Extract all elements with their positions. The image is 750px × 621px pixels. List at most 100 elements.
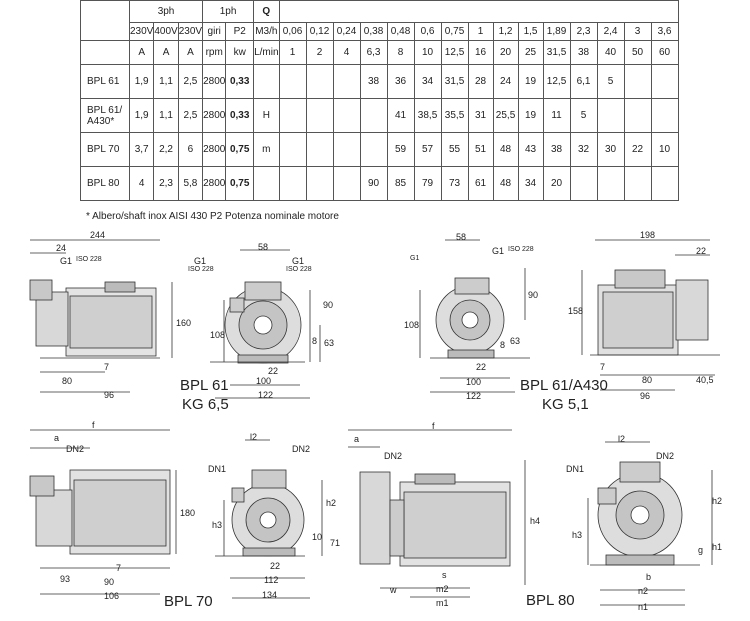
- lmin-value: 20: [492, 40, 519, 65]
- dim-160: 160: [176, 318, 192, 328]
- dim-f: f: [92, 420, 95, 430]
- dim-22: 22: [476, 362, 487, 372]
- head-value: [623, 98, 652, 133]
- dim-m1: m1: [436, 598, 449, 608]
- h-column: m: [253, 132, 280, 167]
- dim-7: 7: [104, 362, 110, 372]
- dim-h3: h3: [572, 530, 583, 540]
- bpl80-title: BPL 80: [526, 592, 575, 609]
- dim-108: 108: [404, 320, 420, 330]
- dim-h1: h1: [712, 542, 723, 552]
- cell-a2: 2,2: [153, 132, 179, 167]
- cell-rpm: 2800: [202, 64, 227, 99]
- cell-rpm: 2800: [202, 166, 227, 201]
- head-value: [650, 64, 679, 99]
- g1-label: G1: [194, 256, 207, 266]
- dim-a: a: [354, 434, 360, 444]
- dim-h4: h4: [530, 516, 541, 526]
- dim-198: 198: [640, 230, 656, 240]
- head-value: [623, 64, 652, 99]
- dim-112: 112: [264, 575, 279, 585]
- dim-h2: h2: [712, 496, 723, 506]
- dim-58: 58: [258, 242, 269, 252]
- cell-a3: 6: [177, 132, 204, 167]
- dim-m2: m2: [436, 584, 449, 594]
- iso-label: ISO 228: [286, 266, 312, 273]
- head-value: [623, 166, 652, 201]
- dn2-label: DN2: [66, 444, 85, 454]
- bpl70-front-view: [215, 439, 323, 599]
- dn2-label: DN2: [292, 444, 311, 454]
- dim-a: a: [54, 433, 60, 443]
- head-value: 73: [440, 166, 469, 201]
- dim-h3: h3: [212, 520, 223, 530]
- iso-label: ISO 228: [76, 256, 102, 263]
- dim-10: 10: [312, 532, 323, 542]
- table-corner: [80, 0, 130, 41]
- head-value: 12,5: [542, 64, 571, 99]
- bpl61-title: BPL 61: [180, 377, 229, 394]
- dim-134: 134: [262, 590, 278, 600]
- dim-108: 108: [210, 330, 226, 340]
- dim-f: f: [432, 421, 435, 431]
- g1-label: G1: [492, 246, 505, 256]
- head-value: [305, 64, 334, 99]
- head-value: 34: [517, 166, 544, 201]
- dim-96: 96: [104, 390, 115, 400]
- head-value: [332, 64, 361, 99]
- dn2-label: DN2: [656, 451, 675, 461]
- head-value: 35,5: [440, 98, 469, 133]
- head-value: [359, 98, 388, 133]
- h-column: [253, 64, 280, 99]
- dim-l2: l2: [250, 432, 258, 442]
- dim-7: 7: [116, 563, 122, 573]
- dim-22: 22: [268, 366, 279, 376]
- dim-100: 100: [256, 376, 272, 386]
- bpl61a-front-view: [419, 239, 530, 393]
- head-value: [305, 98, 334, 133]
- g1-label: G1: [60, 256, 73, 266]
- iso-label: ISO 228: [508, 246, 534, 253]
- unit-sub: A: [153, 40, 179, 65]
- dim-90: 90: [528, 290, 539, 300]
- bpl61a-side-view: [581, 239, 720, 391]
- head-value: 24: [492, 64, 519, 99]
- bpl80-front-view: [587, 441, 713, 606]
- cell-a1: 1,9: [128, 64, 155, 99]
- dim-158: 158: [568, 306, 584, 316]
- g1-iso-vertical: G1: [410, 255, 420, 262]
- performance-table: 3ph 1ph Q 230V 400V 230V giri P2 M3/h 0,…: [80, 0, 679, 201]
- cell-a1: 4: [128, 166, 155, 201]
- cell-a2: 1,1: [153, 98, 179, 133]
- dim-90: 90: [104, 577, 115, 587]
- footnote: * Albero/shaft inox AISI 430 P2 Potenza …: [86, 211, 339, 222]
- dn1-label: DN1: [208, 464, 227, 474]
- lmin-value: 50: [623, 40, 652, 65]
- dim-24: 24: [56, 243, 67, 253]
- cell-kw: 0,75: [225, 132, 255, 167]
- head-value: [650, 166, 679, 201]
- dim-71: 71: [330, 538, 341, 548]
- head-value: 59: [386, 132, 415, 167]
- dim-122: 122: [466, 391, 482, 401]
- iso-label: ISO 228: [188, 266, 214, 273]
- dim-100: 100: [466, 377, 482, 387]
- cell-kw: 0,33: [225, 98, 255, 133]
- dim-n2: n2: [638, 586, 649, 596]
- unit-sub: A: [177, 40, 204, 65]
- dim-90: 90: [323, 300, 334, 310]
- dn2-label: DN2: [384, 451, 403, 461]
- dim-122: 122: [258, 390, 274, 400]
- dim-s: s: [442, 570, 447, 580]
- bpl61a-weight: KG 5,1: [542, 396, 589, 413]
- bpl61-front-view: [210, 249, 321, 399]
- dim-h2: h2: [326, 498, 337, 508]
- lmin-value: 31,5: [542, 40, 571, 65]
- dim-80: 80: [642, 375, 653, 385]
- dn1-label: DN1: [566, 464, 585, 474]
- dim-63: 63: [324, 338, 335, 348]
